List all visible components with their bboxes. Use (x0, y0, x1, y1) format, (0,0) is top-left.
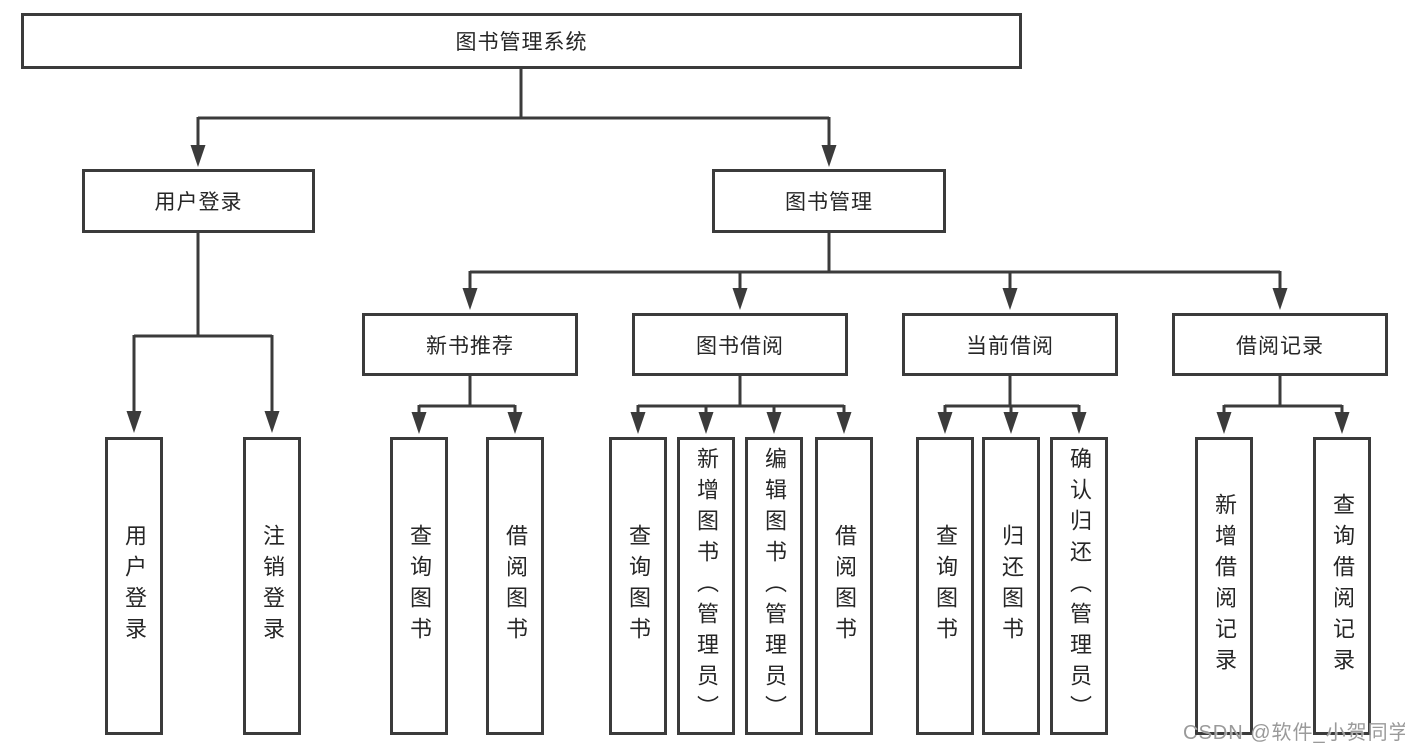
leaf-add-borrow-record: 新增借阅记录 (1195, 437, 1253, 735)
node-borrowing-records: 借阅记录 (1172, 313, 1388, 376)
leaf-label: 新增借阅记录 (1212, 493, 1237, 679)
node-label: 图书借阅 (696, 334, 784, 358)
edges-current-borrow-to-leaves (937, 376, 1087, 434)
leaf-label: 借阅图书 (832, 524, 857, 648)
leaf-borrow-book: 借阅图书 (815, 437, 873, 735)
leaf-query-book: 查询图书 (390, 437, 448, 735)
node-book-borrowing: 图书借阅 (632, 313, 848, 376)
node-label: 图书管理系统 (455, 31, 588, 54)
leaf-borrow-book: 借阅图书 (486, 437, 544, 735)
node-label: 借阅记录 (1236, 334, 1324, 358)
node-user-login: 用户登录 (82, 169, 315, 233)
node-book-management: 图书管理 (712, 169, 946, 233)
leaf-confirm-return-admin: 确认归还（管理员） (1050, 437, 1108, 735)
leaf-label: 查询借阅记录 (1330, 493, 1355, 679)
leaf-label: 用户登录 (122, 524, 147, 648)
node-current-borrowing: 当前借阅 (902, 313, 1118, 376)
leaf-query-book: 查询图书 (916, 437, 974, 735)
node-library-management-system: 图书管理系统 (21, 13, 1022, 69)
leaf-label: 注销登录 (260, 524, 285, 648)
edges-root-to-level2 (190, 69, 837, 167)
leaf-user-login: 用户登录 (105, 437, 163, 735)
leaf-label: 查询图书 (626, 524, 651, 648)
leaf-return-book: 归还图书 (982, 437, 1040, 735)
node-new-book-recommend: 新书推荐 (362, 313, 578, 376)
leaf-label: 编辑图书（管理员） (762, 446, 787, 726)
node-label: 图书管理 (785, 191, 873, 214)
leaf-logout: 注销登录 (243, 437, 301, 735)
node-label: 新书推荐 (426, 334, 514, 358)
leaf-label: 归还图书 (999, 524, 1024, 648)
leaf-query-book: 查询图书 (609, 437, 667, 735)
leaf-label: 查询图书 (407, 524, 432, 648)
edges-borrow-records-to-leaves (1216, 376, 1350, 434)
node-label: 用户登录 (154, 191, 243, 214)
leaf-query-borrow-record: 查询借阅记录 (1313, 437, 1371, 735)
leaf-edit-book-admin: 编辑图书（管理员） (745, 437, 803, 735)
leaf-label: 确认归还（管理员） (1067, 446, 1092, 726)
leaf-label: 新增图书（管理员） (694, 446, 719, 726)
leaf-label: 查询图书 (933, 524, 958, 648)
edges-book-mgmt-to-level3 (462, 233, 1288, 310)
edges-book-borrow-to-leaves (630, 376, 852, 434)
csdn-watermark: CSDN @软件_小贺同学 (1183, 722, 1405, 744)
leaf-label: 借阅图书 (503, 524, 528, 648)
edges-new-book-rec-to-leaves (411, 376, 523, 434)
edges-user-login-to-leaves (126, 233, 280, 433)
node-label: 当前借阅 (966, 334, 1054, 358)
leaf-add-book-admin: 新增图书（管理员） (677, 437, 735, 735)
